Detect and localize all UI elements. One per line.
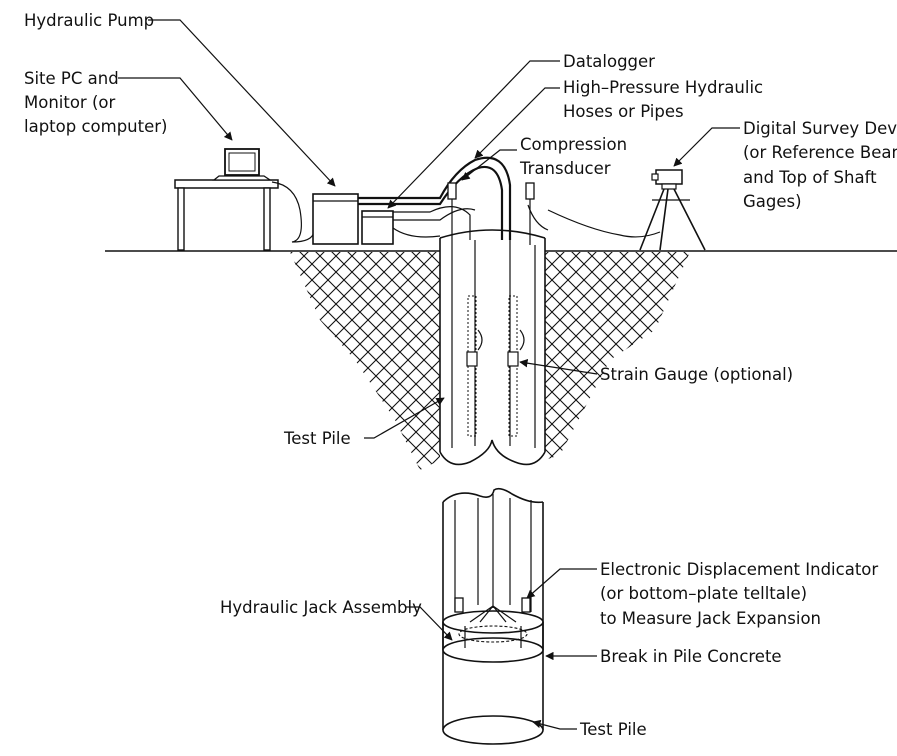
strain-gauges — [466, 295, 525, 437]
digital-survey-tripod — [639, 169, 706, 251]
compression-transducers — [447, 182, 535, 245]
label-datalogger: Datalogger — [563, 52, 655, 71]
label-site-pc-line1: Site PC and — [24, 69, 119, 88]
label-test-pile-lower: Test Pile — [579, 720, 647, 739]
label-site-pc-line3: laptop computer) — [24, 117, 167, 136]
label-site-pc-line2: Monitor (or — [24, 93, 115, 112]
label-edi-line1: Electronic Displacement Indicator — [600, 560, 878, 579]
label-survey-line4: Gages) — [743, 192, 802, 211]
label-survey-line1: Digital Survey Device — [743, 119, 897, 138]
test-pile-upper — [439, 228, 546, 466]
soil-hatching — [290, 252, 690, 470]
label-test-pile-upper: Test Pile — [283, 429, 351, 448]
leader-lines — [118, 19, 740, 730]
hydraulic-pump-box — [312, 193, 359, 245]
label-edi-line3: to Measure Jack Expansion — [600, 609, 821, 628]
label-survey-line3: and Top of Shaft — [743, 168, 877, 187]
label-compression-line1: Compression — [520, 135, 627, 154]
label-strain-gauge: Strain Gauge (optional) — [600, 365, 793, 384]
datalogger-box — [361, 210, 394, 245]
label-break: Break in Pile Concrete — [600, 647, 782, 666]
label-hoses-line2: Hoses or Pipes — [563, 102, 684, 121]
hydraulic-hoses — [358, 156, 661, 240]
label-survey-line2: (or Reference Beam — [743, 143, 897, 162]
label-jack-assembly: Hydraulic Jack Assembly — [220, 598, 422, 617]
site-pc-table — [174, 148, 315, 251]
labels: Hydraulic Pump Site PC and Monitor (or l… — [24, 11, 897, 739]
label-hydraulic-pump: Hydraulic Pump — [24, 11, 154, 30]
jack-assembly — [442, 597, 544, 663]
label-edi-line2: (or bottom–plate telltale) — [600, 584, 807, 603]
label-compression-line2: Transducer — [519, 159, 611, 178]
label-hoses-line1: High–Pressure Hydraulic — [563, 78, 763, 97]
